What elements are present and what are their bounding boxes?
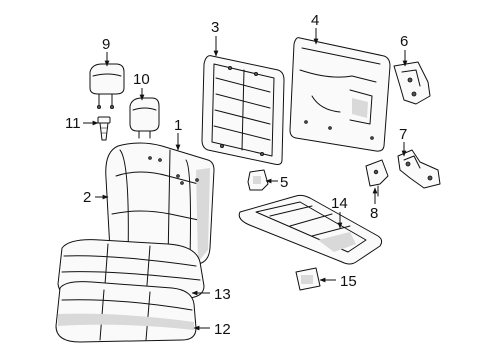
part-14-cushion-frame [238, 194, 383, 265]
part-8-bracket [365, 159, 389, 197]
callout-14: 14 [331, 195, 348, 212]
callout-15: 15 [340, 273, 357, 290]
callout-8: 8 [370, 205, 378, 222]
callout-10: 10 [133, 71, 150, 88]
callout-5: 5 [280, 174, 288, 191]
part-5-latch [247, 169, 269, 191]
part-11-guide [97, 116, 111, 141]
part-7-hinge-bracket [397, 149, 441, 189]
callout-6: 6 [400, 33, 408, 50]
callout-9: 9 [102, 36, 110, 53]
part-6-bracket [393, 61, 431, 105]
part-10-headrest [129, 97, 160, 139]
callout-4: 4 [311, 12, 319, 29]
callout-11: 11 [65, 115, 81, 132]
part-3-seat-back-frame [201, 55, 285, 165]
callout-13: 13 [214, 286, 231, 303]
callout-1: 1 [174, 117, 182, 134]
leader-lines [83, 28, 408, 331]
callout-2: 2 [83, 189, 91, 206]
part-2-seat-back-cover [105, 142, 215, 267]
callouts: 9 10 11 1 2 3 4 6 7 8 5 14 15 13 12 [65, 12, 408, 338]
part-12-seat-cushion-pad [55, 281, 197, 343]
callout-7: 7 [399, 126, 407, 143]
part-15-clip [295, 267, 321, 291]
part-9-headrest [89, 63, 125, 110]
callout-12: 12 [214, 321, 231, 338]
callout-3: 3 [211, 19, 219, 36]
part-4-seat-back-board [289, 37, 391, 152]
